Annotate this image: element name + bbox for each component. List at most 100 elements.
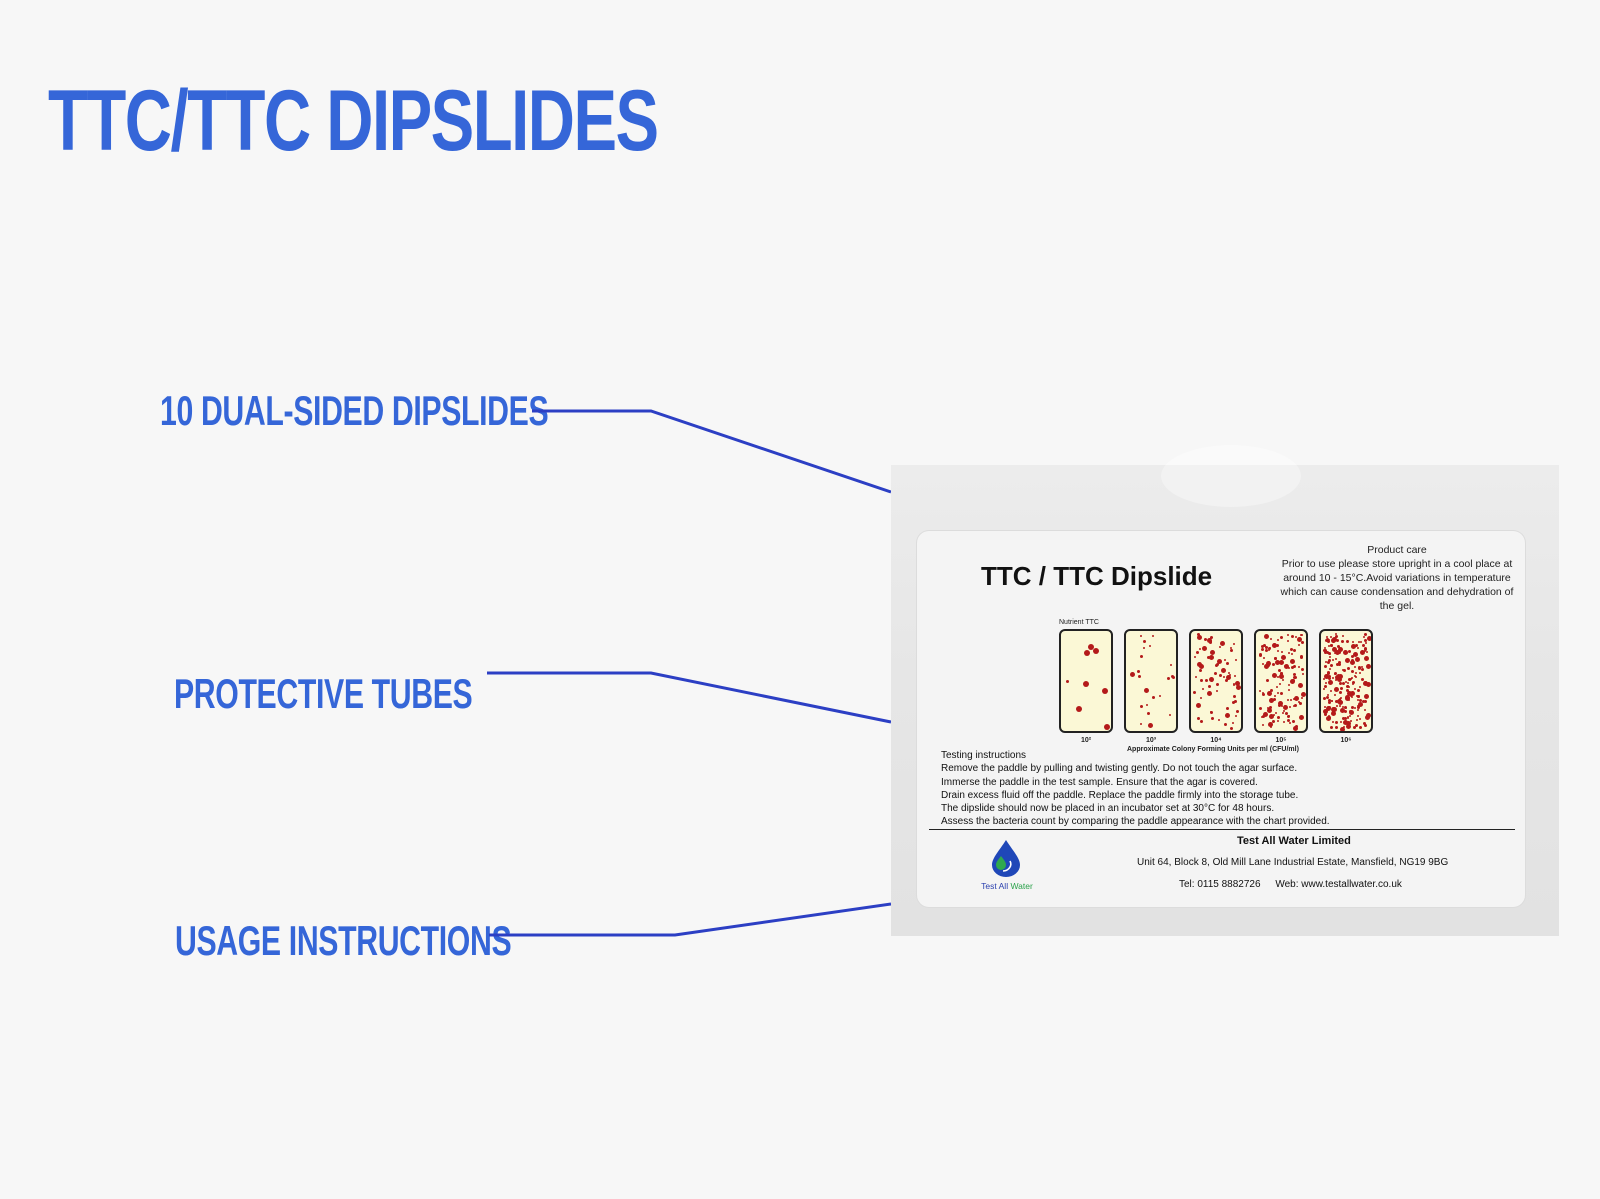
colony-dot bbox=[1342, 650, 1348, 656]
logo-text-part-1: Test All bbox=[981, 881, 1009, 891]
colony-dot bbox=[1279, 635, 1283, 639]
colony-dot bbox=[1137, 675, 1141, 679]
colony-dot bbox=[1361, 668, 1365, 672]
colony-dot bbox=[1230, 646, 1233, 649]
colony-dot bbox=[1334, 658, 1337, 661]
colony-dot bbox=[1327, 645, 1330, 648]
colony-dot bbox=[1365, 714, 1371, 720]
colony-dot bbox=[1225, 713, 1231, 718]
colony-dot bbox=[1235, 685, 1241, 691]
colony-dot bbox=[1143, 640, 1147, 644]
colony-dot bbox=[1359, 725, 1363, 729]
colony-dot bbox=[1195, 702, 1201, 708]
comparison-slide-5 bbox=[1319, 629, 1373, 733]
colony-dot bbox=[1298, 715, 1304, 720]
testing-instructions: Testing instructions Remove the paddle b… bbox=[941, 749, 1330, 829]
colony-dot bbox=[1327, 670, 1331, 674]
colony-dot bbox=[1339, 721, 1342, 724]
product-photo: TTC / TTC Dipslide Product care Prior to… bbox=[891, 445, 1559, 936]
colony-dot bbox=[1148, 644, 1151, 647]
colony-dot bbox=[1199, 696, 1202, 699]
colony-dot bbox=[1202, 688, 1205, 691]
colony-dot bbox=[1329, 655, 1332, 658]
colony-dot bbox=[1288, 688, 1291, 691]
colony-dot bbox=[1325, 639, 1329, 643]
colony-dot bbox=[1349, 695, 1352, 698]
colony-dot bbox=[1355, 724, 1359, 728]
colony-dot bbox=[1350, 659, 1356, 665]
colony-dot bbox=[1292, 726, 1298, 731]
colony-dot bbox=[1269, 706, 1273, 710]
colony-dot bbox=[1330, 689, 1332, 692]
colony-dot bbox=[1358, 702, 1364, 708]
colony-dot bbox=[1205, 678, 1209, 682]
colony-dot bbox=[1259, 690, 1262, 693]
colony-dot bbox=[1258, 707, 1262, 711]
colony-dot bbox=[1210, 636, 1214, 639]
colony-dot bbox=[1342, 669, 1346, 673]
colony-dot bbox=[1260, 644, 1264, 648]
colony-dot bbox=[1328, 659, 1332, 663]
colony-dot bbox=[1272, 642, 1276, 646]
colony-dot bbox=[1325, 695, 1329, 699]
divider bbox=[929, 829, 1515, 830]
instruction-step: Assess the bacteria count by comparing t… bbox=[941, 816, 1330, 828]
colony-dot bbox=[1208, 654, 1214, 660]
colony-dot bbox=[1326, 693, 1329, 696]
colony-dot bbox=[1356, 705, 1359, 708]
colony-dot bbox=[1356, 709, 1359, 712]
colony-dot bbox=[1333, 652, 1336, 655]
colony-dot bbox=[1277, 701, 1283, 707]
colony-dot bbox=[1293, 703, 1297, 707]
slide-tick-2: 10³ bbox=[1145, 737, 1157, 744]
colony-dot bbox=[1325, 676, 1328, 679]
colony-dot bbox=[1147, 711, 1151, 715]
colony-dot bbox=[1331, 720, 1334, 723]
colony-dot bbox=[1171, 675, 1175, 679]
colony-dot bbox=[1196, 661, 1202, 667]
colony-dot bbox=[1200, 719, 1203, 723]
colony-dot bbox=[1216, 682, 1220, 686]
colony-dot bbox=[1228, 671, 1231, 674]
colony-dot bbox=[1323, 705, 1326, 708]
company-contact: Tel: 0115 8882726 Web: www.testallwater.… bbox=[1179, 879, 1402, 890]
colony-dot bbox=[1334, 633, 1337, 636]
colony-dot bbox=[1277, 649, 1280, 652]
colony-dot bbox=[1082, 680, 1089, 687]
colony-dot bbox=[1328, 674, 1332, 678]
colony-dot bbox=[1216, 690, 1219, 693]
colony-dot bbox=[1293, 665, 1297, 669]
colony-dot bbox=[1170, 663, 1173, 666]
colony-dot bbox=[1274, 657, 1278, 661]
colony-dot bbox=[1344, 717, 1348, 721]
colony-dot bbox=[1327, 652, 1331, 656]
colony-dot bbox=[1229, 648, 1233, 652]
colony-dot bbox=[1280, 650, 1283, 653]
colony-dot bbox=[1336, 699, 1342, 705]
colony-dot bbox=[1277, 668, 1281, 672]
colony-dot bbox=[1330, 700, 1333, 703]
colony-dot bbox=[1300, 640, 1304, 644]
colony-dot bbox=[1366, 664, 1371, 670]
colony-dot bbox=[1269, 688, 1273, 692]
colony-dot bbox=[1139, 705, 1143, 709]
colony-dot bbox=[1324, 647, 1327, 650]
product-care-text: Prior to use please store upright in a c… bbox=[1280, 558, 1514, 612]
colony-dot bbox=[1283, 663, 1289, 669]
product-label: TTC / TTC Dipslide Product care Prior to… bbox=[917, 531, 1525, 907]
colony-dot bbox=[1298, 665, 1301, 668]
colony-dot bbox=[1345, 640, 1349, 644]
colony-dot bbox=[1199, 668, 1203, 672]
colony-dot bbox=[1268, 649, 1271, 652]
colony-dot bbox=[1276, 719, 1279, 722]
colony-dot bbox=[1336, 689, 1339, 692]
colony-dot bbox=[1210, 710, 1214, 714]
colony-dot bbox=[1206, 655, 1210, 659]
colony-dot bbox=[1324, 673, 1330, 679]
colony-dot bbox=[1232, 695, 1236, 699]
colony-dot bbox=[1350, 696, 1353, 699]
callout-usage-instructions: USAGE INSTRUCTIONS bbox=[175, 917, 512, 964]
colony-dot bbox=[1288, 651, 1291, 654]
colony-dot bbox=[1210, 650, 1216, 656]
colony-dot bbox=[1271, 673, 1277, 679]
